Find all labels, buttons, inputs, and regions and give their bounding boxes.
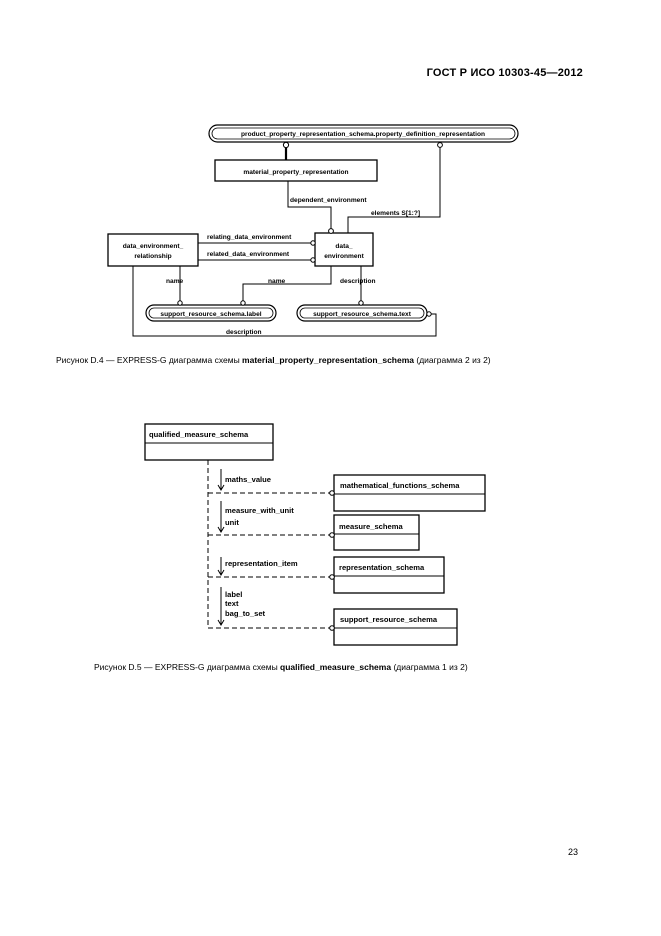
- caption-schema-name: material_property_representation_schema: [242, 355, 415, 365]
- edge-label-name: name: [268, 278, 286, 285]
- edge-end-circle: [240, 300, 246, 306]
- edge-end-circle: [358, 300, 364, 306]
- node-srs-label-box: [145, 304, 277, 322]
- caption-suffix: (диаграмма 2 из 2): [414, 355, 491, 365]
- edge-label-text: text: [225, 599, 239, 608]
- node-der-box: [107, 233, 199, 267]
- caption-suffix: (диаграмма 1 из 2): [391, 662, 468, 672]
- node-pprs-pdr-label: product_property_representation_schema.p…: [241, 131, 485, 138]
- edge-label-measure-with-unit: measure_with_unit: [225, 506, 294, 515]
- node-de-label: environment: [324, 253, 364, 260]
- edge-end-circle: [328, 228, 334, 234]
- node-der-label: data_environment_: [123, 243, 184, 250]
- node-mpr-box: [214, 159, 378, 182]
- node-qms-label: qualified_measure_schema: [149, 430, 249, 439]
- node-ms-label: measure_schema: [339, 522, 404, 531]
- node-der-label: relationship: [134, 253, 171, 260]
- edge-label-bag-to-set: bag_to_set: [225, 609, 266, 618]
- node-de-label: data_: [335, 243, 353, 250]
- edge-end-circle: [329, 625, 335, 631]
- figure-d5-caption: Рисунок D.5 — EXPRESS-G диаграмма схемы …: [94, 662, 468, 672]
- edge-label-representation-item: representation_item: [225, 559, 298, 568]
- node-rs-box: [333, 556, 445, 594]
- caption-prefix: Рисунок D.4 — EXPRESS-G диаграмма схемы: [56, 355, 243, 365]
- figure-d4-caption: Рисунок D.4 — EXPRESS-G диаграмма схемы …: [56, 355, 491, 365]
- figure-d4-diagram: product_property_representation_schema.p…: [107, 124, 519, 337]
- edge-label-unit: unit: [225, 518, 239, 527]
- edge-end-circle: [310, 240, 316, 246]
- node-srs-label-label: support_resource_schema.label: [160, 311, 261, 318]
- edge-end-circle: [437, 142, 443, 148]
- edge-label-label: label: [225, 590, 242, 599]
- edge-end-circle: [310, 257, 316, 263]
- edge-label-relating: relating_data_environment: [207, 234, 292, 241]
- node-srs-text-label: support_resource_schema.text: [313, 311, 412, 318]
- node-pprs-pdr-box: [208, 124, 519, 143]
- edge-end-circle: [426, 311, 432, 317]
- edge-end-circle: [329, 574, 335, 580]
- edge-label-name: name: [166, 278, 184, 285]
- edge-label-description: description: [226, 329, 262, 336]
- node-mfs-label: mathematical_functions_schema: [340, 481, 460, 490]
- page-number: 23: [568, 847, 579, 857]
- edge-label-related: related_data_environment: [207, 251, 290, 258]
- edge-end-circle: [329, 490, 335, 496]
- edge-end-circle: [177, 300, 183, 306]
- node-qms-box: [144, 423, 274, 461]
- edge-end-circle: [329, 532, 335, 538]
- node-mpr-label: material_property_representation: [243, 169, 348, 176]
- node-rs-label: representation_schema: [339, 563, 425, 572]
- edge-label-description: description: [340, 278, 376, 285]
- edge-label-maths-value: maths_value: [225, 475, 271, 484]
- edge-label-elements: elements S[1:?]: [371, 210, 420, 217]
- node-srs-label: support_resource_schema: [340, 615, 438, 624]
- caption-prefix: Рисунок D.5 — EXPRESS-G диаграмма схемы: [94, 662, 281, 672]
- node-de-box: [314, 232, 374, 267]
- caption-schema-name: qualified_measure_schema: [280, 662, 392, 672]
- edge-label-dependent-environment: dependent_environment: [290, 197, 367, 204]
- edge-end-circle: [282, 141, 290, 149]
- document-standard-header: ГОСТ Р ИСО 10303-45—2012: [426, 67, 583, 79]
- node-ms-box: [333, 514, 420, 551]
